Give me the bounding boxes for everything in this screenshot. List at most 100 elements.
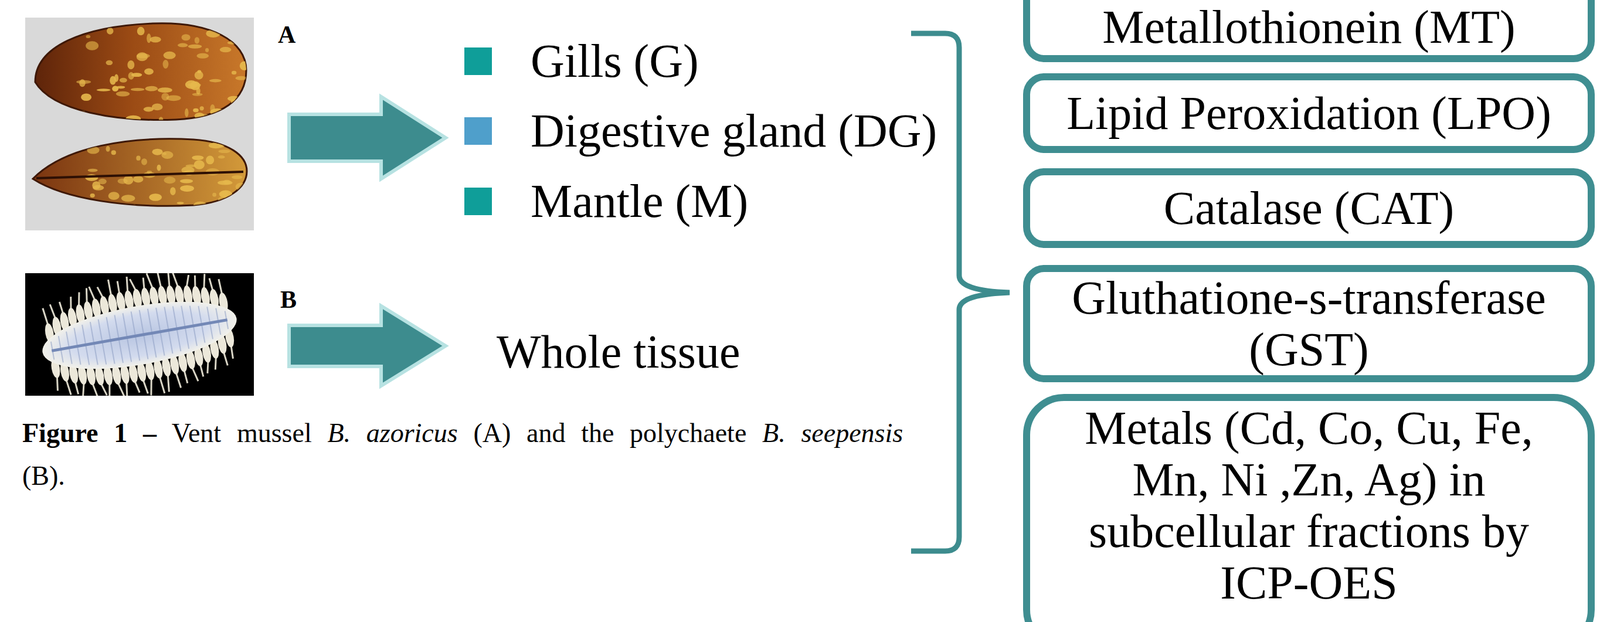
shell-spot xyxy=(85,41,99,51)
shell-spot xyxy=(227,96,240,102)
tissue-label: Whole tissue xyxy=(496,325,740,378)
panel-letter: B xyxy=(280,286,297,314)
worm-bristle xyxy=(66,379,71,396)
shell-spot xyxy=(86,146,100,155)
worm-bristle xyxy=(184,274,191,288)
shell-spot xyxy=(78,110,86,115)
shell-spot xyxy=(219,46,232,53)
shell-spot xyxy=(119,77,128,83)
shell-spot xyxy=(231,175,243,179)
shell-spot xyxy=(148,193,162,202)
shell-spot xyxy=(111,86,119,92)
block-arrow xyxy=(289,306,446,386)
shell-spot xyxy=(127,60,135,70)
worm-bristle xyxy=(142,277,146,290)
shell-spot xyxy=(108,191,120,200)
shell-spot xyxy=(130,87,145,91)
shell-spot xyxy=(149,36,161,43)
shell-spot xyxy=(231,21,237,27)
worm-bristle xyxy=(184,369,188,384)
polychaete-body xyxy=(32,273,248,396)
legend-item: Gills (G) xyxy=(464,35,699,87)
shell-spot xyxy=(216,115,232,124)
shell-spot xyxy=(229,195,245,200)
shell-spot xyxy=(193,201,207,209)
shell-spot xyxy=(205,155,214,165)
shell-spot xyxy=(163,51,176,60)
worm-bristle xyxy=(192,367,199,382)
shell-spot xyxy=(151,148,163,156)
worm-bristle xyxy=(192,275,197,288)
shell-spot xyxy=(192,92,203,96)
shell-spot xyxy=(131,204,137,208)
shell-spot xyxy=(222,190,229,197)
photo-ground xyxy=(25,273,254,396)
worm-bristle xyxy=(218,279,223,295)
shell-spot xyxy=(106,145,111,152)
legend-swatch xyxy=(464,47,492,76)
legend-item: Mantle (M) xyxy=(464,175,749,227)
shell-spot xyxy=(218,149,230,154)
box-label: Metallothionein (MT) xyxy=(1047,1,1571,53)
shell-spot xyxy=(185,80,198,90)
worm-bristle xyxy=(117,280,120,294)
shell-spot xyxy=(144,68,154,76)
shell-spot xyxy=(121,194,135,202)
shell-spot xyxy=(136,155,141,161)
tissue-label: Digestive gland (DG) xyxy=(530,104,937,157)
shell-spot xyxy=(235,182,247,192)
shell-spot xyxy=(98,178,107,185)
shell-spot xyxy=(80,93,92,101)
shell-spot xyxy=(179,179,193,184)
worm-bristle xyxy=(201,273,208,290)
shell-spot xyxy=(78,22,87,26)
shell-spot xyxy=(128,72,135,80)
shell-spot xyxy=(194,160,205,170)
curly-bracket xyxy=(911,33,1010,552)
legend-swatch xyxy=(464,187,492,216)
shell-spot xyxy=(217,180,233,186)
worm-bristle xyxy=(84,287,90,304)
shell-spot xyxy=(227,41,239,45)
shell-spot xyxy=(196,53,210,59)
method-box: Gluthatione-s-transferase (GST) xyxy=(1023,265,1595,383)
method-box: Metallothionein (MT) xyxy=(1023,0,1595,63)
shell-spot xyxy=(177,201,185,205)
worm-bristle xyxy=(157,273,162,288)
worm-bristle xyxy=(75,381,78,395)
shell-hinge xyxy=(36,171,244,179)
shell-spot xyxy=(209,108,224,116)
shell-spot xyxy=(106,60,114,66)
shell-spot xyxy=(236,201,241,205)
shell-spot xyxy=(164,176,176,184)
shell-spot xyxy=(136,52,148,61)
shell-spot xyxy=(145,86,158,92)
shell-spot xyxy=(133,175,144,183)
shell-spot xyxy=(224,34,234,37)
worm-bristle xyxy=(124,276,129,292)
shell-spot xyxy=(205,29,220,38)
shell-spot xyxy=(235,76,247,81)
shell-spot xyxy=(143,106,154,112)
worm-bristle xyxy=(146,273,153,290)
shell-spot xyxy=(179,185,195,192)
shell-spot xyxy=(141,158,148,166)
shell-spot xyxy=(125,115,141,123)
worm-bristle xyxy=(124,382,129,396)
worm-bristle xyxy=(231,345,234,359)
shell-spot xyxy=(170,187,176,196)
shell-spot xyxy=(76,80,91,84)
tissue-label: Mantle (M) xyxy=(530,175,749,227)
shell-spot xyxy=(194,36,200,44)
shell-spot xyxy=(184,108,189,118)
shell-spot xyxy=(192,108,199,113)
shell-spot xyxy=(86,202,93,210)
shell-spot xyxy=(188,44,203,49)
mussel-shell xyxy=(35,23,247,121)
shell-spot xyxy=(106,27,114,35)
shell-spot xyxy=(87,168,98,173)
shell-spot xyxy=(161,151,173,159)
shell-spot xyxy=(226,198,236,207)
shell-spot xyxy=(194,112,205,120)
